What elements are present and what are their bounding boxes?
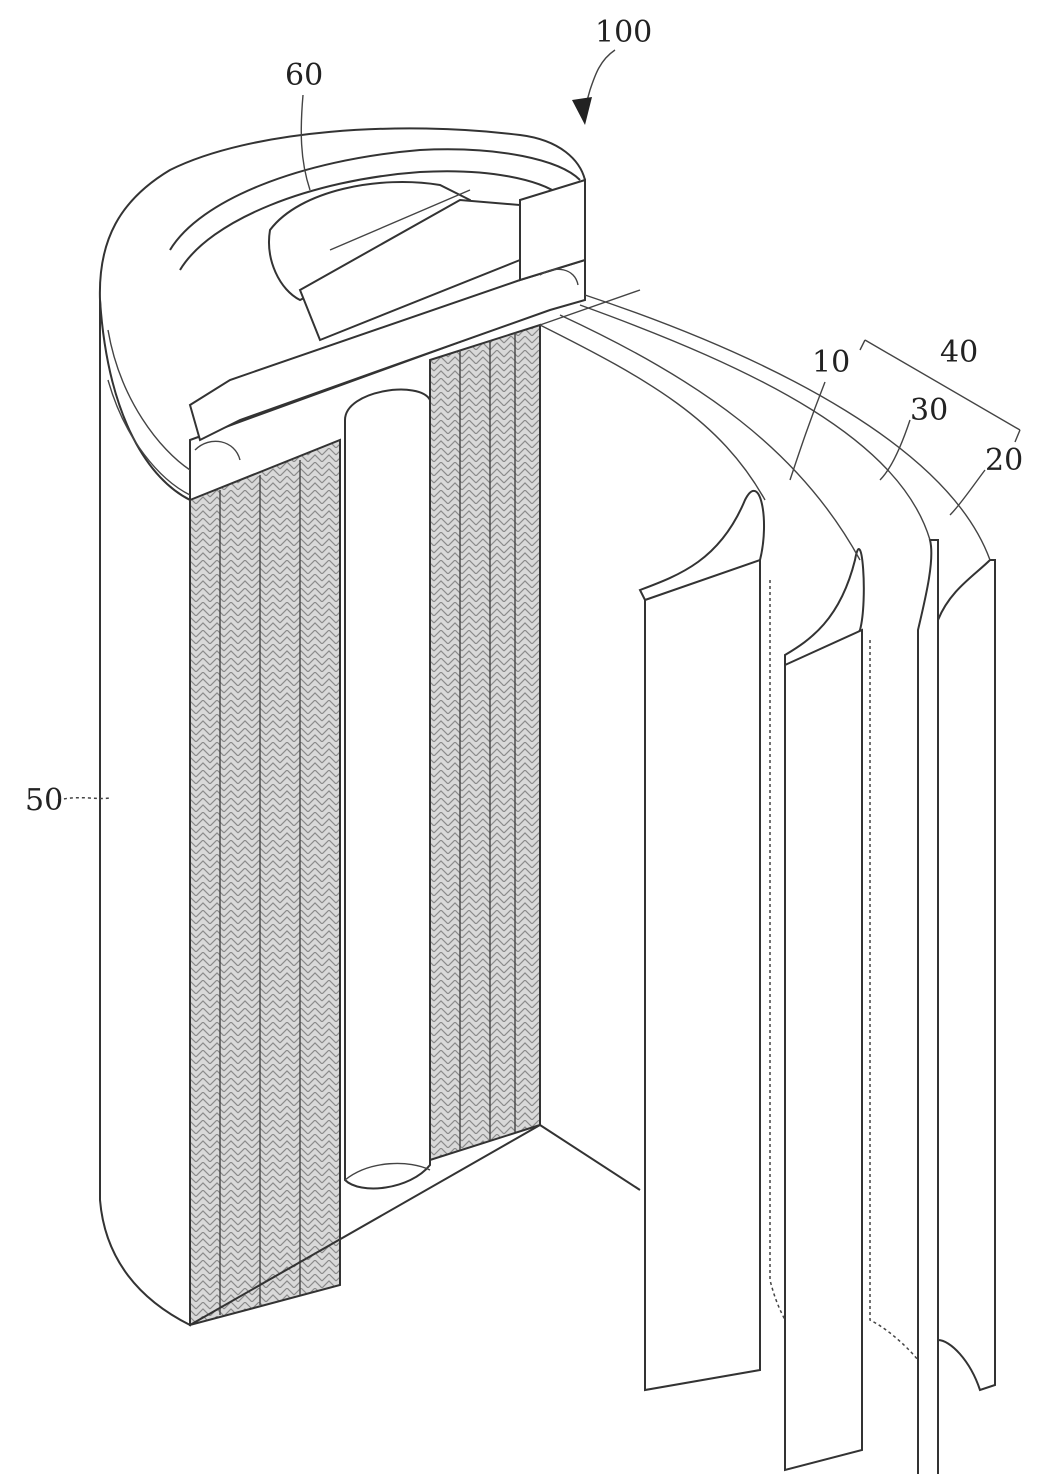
label-100: 100 — [595, 15, 652, 50]
arrow-100-icon — [572, 97, 592, 125]
label-20: 20 — [985, 443, 1023, 478]
label-50: 50 — [25, 783, 63, 818]
label-30: 30 — [910, 393, 948, 428]
label-10: 10 — [812, 345, 850, 380]
electrode-cross-section — [190, 290, 640, 1325]
label-40: 40 — [940, 335, 978, 370]
unrolled-negative-electrode — [540, 325, 765, 1390]
label-60: 60 — [285, 58, 323, 93]
